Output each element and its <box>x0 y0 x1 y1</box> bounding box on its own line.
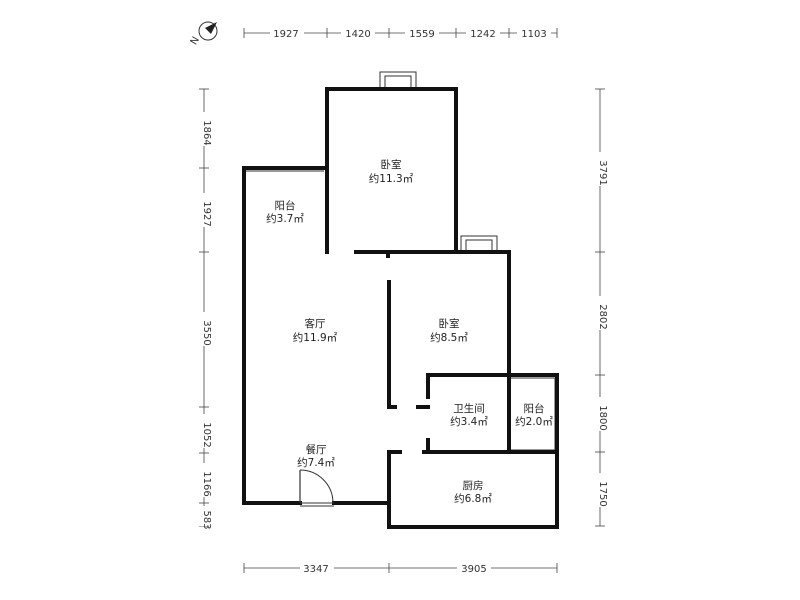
bottom-dimensions: 3347 3905 <box>243 561 558 575</box>
dim-bottom-1: 3347 <box>303 564 328 575</box>
dim-left-1: 1864 <box>201 120 212 145</box>
room-bedroom-small-area: 约8.5㎡ <box>430 331 468 344</box>
wall-left-exterior <box>242 166 326 505</box>
room-dining-name: 餐厅 <box>306 443 327 456</box>
dim-top-2: 1420 <box>345 29 370 40</box>
room-bedroom-large-name: 卧室 <box>381 158 402 171</box>
room-bathroom-name: 卫生间 <box>453 402 485 415</box>
dim-left-3: 3550 <box>201 320 212 345</box>
room-balcony-right-name: 阳台 <box>524 402 545 415</box>
dim-left-6: 583 <box>201 510 212 529</box>
room-living-area: 约11.9㎡ <box>293 331 338 344</box>
compass: N <box>189 21 218 47</box>
room-kitchen-name: 厨房 <box>463 479 484 492</box>
right-dimensions: 3791 2802 1800 1750 <box>593 88 608 527</box>
room-balcony-left-name: 阳台 <box>275 199 296 212</box>
room-kitchen-area: 约6.8㎡ <box>454 492 492 505</box>
entry-door <box>299 469 334 507</box>
dim-left-5: 1166 <box>201 471 212 496</box>
dim-top-5: 1103 <box>521 29 546 40</box>
dim-top-3: 1559 <box>409 29 434 40</box>
dim-right-2: 2802 <box>597 304 608 329</box>
dim-right-3: 1800 <box>597 405 608 430</box>
room-bedroom-large-area: 约11.3㎡ <box>369 172 414 185</box>
wall-markers <box>242 251 246 408</box>
dim-left-4: 1052 <box>201 422 212 447</box>
top-dimensions: 1927 1420 1559 1242 1103 <box>243 26 558 40</box>
room-balcony-right-area: 约2.0㎡ <box>515 415 553 428</box>
dim-right-1: 3791 <box>597 160 608 185</box>
walls <box>242 87 559 529</box>
dim-bottom-2: 3905 <box>461 564 486 575</box>
room-balcony-left-area: 约3.7㎡ <box>266 212 304 225</box>
wall-right-exterior <box>332 250 559 529</box>
north-arrow-icon <box>205 22 217 34</box>
dim-top-1: 1927 <box>273 29 298 40</box>
room-dining-area: 约7.4㎡ <box>297 456 335 469</box>
dim-top-4: 1242 <box>470 29 495 40</box>
room-living-name: 客厅 <box>305 317 326 330</box>
room-bedroom-small-name: 卧室 <box>439 317 460 330</box>
dim-left-2: 1927 <box>201 201 212 226</box>
dim-right-4: 1750 <box>597 481 608 506</box>
top-ticks <box>243 28 558 38</box>
wall-bath-top <box>426 373 511 399</box>
room-labels: 卧室 约11.3㎡ 阳台 约3.7㎡ 客厅 约11.9㎡ 卧室 约8.5㎡ 卫生… <box>266 158 553 505</box>
room-bathroom-area: 约3.4㎡ <box>450 415 488 428</box>
compass-label: N <box>189 35 202 47</box>
left-dimensions: 1864 1927 3550 1052 1166 583 <box>197 88 212 530</box>
